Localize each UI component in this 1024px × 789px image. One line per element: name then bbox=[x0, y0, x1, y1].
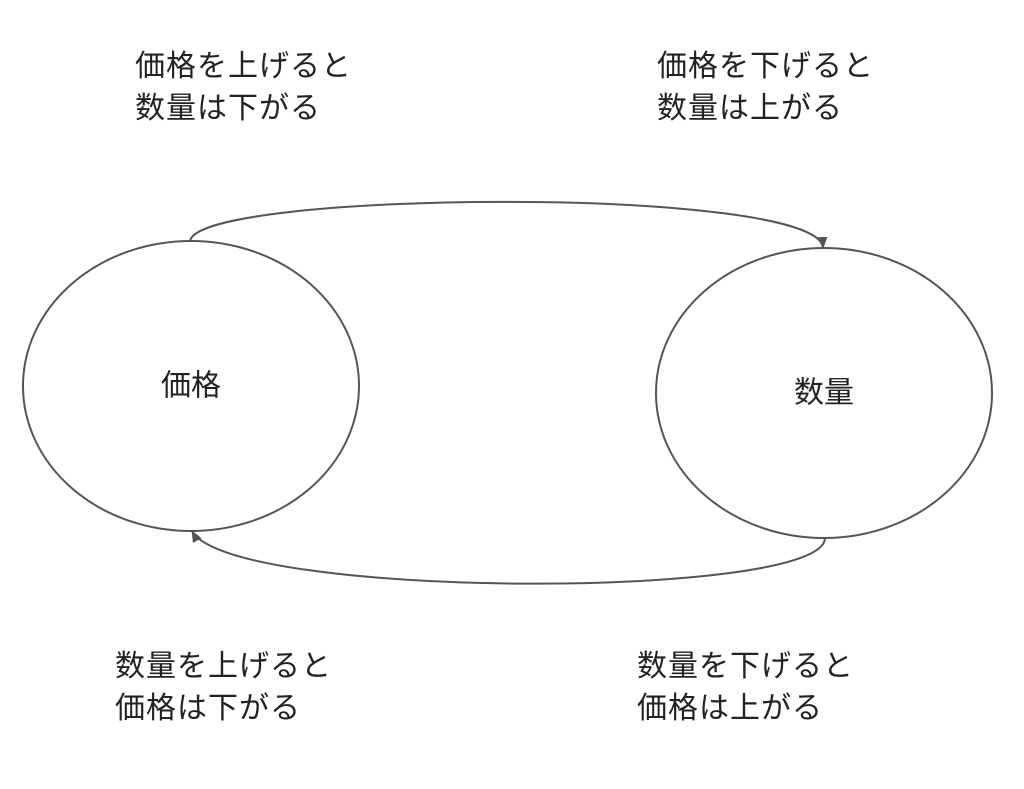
arrow-price-to-quantity bbox=[189, 200, 828, 249]
node-quantity-ellipse bbox=[655, 247, 993, 539]
caption-top-left-line1: 価格を上げると bbox=[135, 49, 352, 84]
caption-bottom-left-line2: 価格は下がる bbox=[115, 691, 301, 726]
node-price-label: 価格 bbox=[161, 369, 221, 404]
caption-bottom-left: 数量を上げると 価格は下がる bbox=[115, 646, 332, 730]
node-price-ellipse bbox=[22, 240, 360, 532]
caption-bottom-right: 数量を下げると 価格は上がる bbox=[637, 646, 854, 730]
node-price: 価格 bbox=[22, 240, 360, 532]
node-quantity: 数量 bbox=[655, 247, 993, 539]
caption-bottom-left-line1: 数量を上げると bbox=[115, 649, 332, 684]
node-quantity-label: 数量 bbox=[794, 376, 854, 411]
caption-bottom-right-line1: 数量を下げると bbox=[637, 649, 854, 684]
caption-top-left: 価格を上げると 数量は下がる bbox=[135, 46, 352, 130]
caption-top-right-line1: 価格を下げると bbox=[657, 49, 874, 84]
caption-bottom-right-line2: 価格は上がる bbox=[637, 691, 823, 726]
caption-top-right: 価格を下げると 数量は上がる bbox=[657, 46, 874, 130]
arrow-quantity-to-price bbox=[191, 530, 826, 585]
caption-top-right-line2: 数量は上がる bbox=[657, 91, 843, 126]
caption-top-left-line2: 数量は下がる bbox=[135, 91, 321, 126]
